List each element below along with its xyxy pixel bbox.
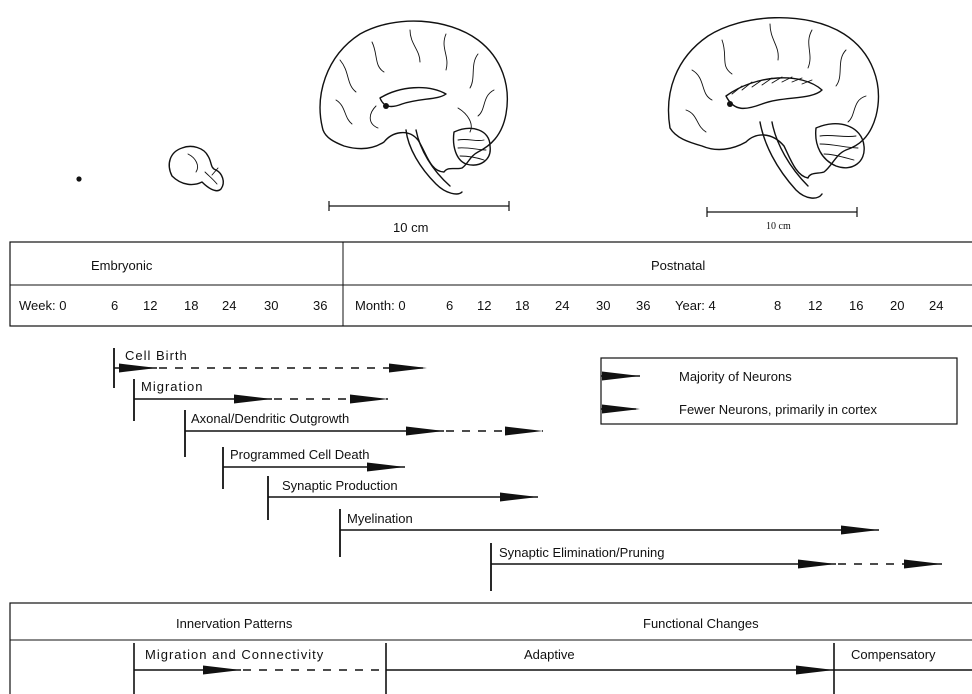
embryonic-tick-label: 30 xyxy=(264,298,278,313)
process-label: Programmed Cell Death xyxy=(230,447,369,462)
brain-newborn-illustration xyxy=(319,20,509,195)
process-label: Axonal/Dendritic Outgrowth xyxy=(191,411,349,426)
embryonic-header: Embryonic xyxy=(91,258,153,273)
postnatal-tick-label: 18 xyxy=(515,298,529,313)
process-label: Synaptic Elimination/Pruning xyxy=(499,545,664,560)
phase-adaptive-label: Adaptive xyxy=(524,647,575,662)
timeline-ticks: Week: 0 6 12 18 24 30 36 Month: 0 6 12 18 24 30 36 Yea… xyxy=(19,298,943,313)
postnatal-tick-label: 24 xyxy=(555,298,569,313)
legend: Majority of Neurons Fewer Neurons, prima… xyxy=(600,357,958,425)
postnatal-tick-label: 16 xyxy=(849,298,863,313)
postnatal-tick-label: 8 xyxy=(774,298,781,313)
process-synaptic-production: Synaptic Production xyxy=(267,476,538,520)
brain-tiny-embryo-illustration xyxy=(76,176,82,182)
process-label: Cell Birth xyxy=(125,348,188,363)
scale-bar-newborn-label: 10 cm xyxy=(393,220,428,235)
process-label: Myelination xyxy=(347,511,413,526)
postnatal-tick-label: 36 xyxy=(636,298,650,313)
embryonic-tick-label: 6 xyxy=(111,298,118,313)
process-axonal-dendritic-outgrowth: Axonal/Dendritic Outgrowth xyxy=(184,410,543,457)
scale-bar-adult: 10 cm xyxy=(706,207,858,232)
postnatal-tick-label: 30 xyxy=(596,298,610,313)
postnatal-tick-label: 12 xyxy=(808,298,822,313)
phase-migration-connectivity-label: Migration and Connectivity xyxy=(145,647,324,662)
postnatal-tick-label: Year: 4 xyxy=(675,298,716,313)
scale-bar-adult-label: 10 cm xyxy=(766,221,791,232)
phase-compensatory-label: Compensatory xyxy=(851,647,936,662)
process-synaptic-elimination-pruning: Synaptic Elimination/Pruning xyxy=(490,543,942,591)
process-label: Synaptic Production xyxy=(282,478,398,493)
timeline-table: Embryonic Postnatal Week: 0 6 12 18 24 30 36 Mo… xyxy=(9,241,972,327)
process-label: Migration xyxy=(141,379,203,394)
postnatal-tick-label: 24 xyxy=(929,298,943,313)
embryonic-tick-label: 12 xyxy=(143,298,157,313)
process-programmed-cell-death: Programmed Cell Death xyxy=(222,447,405,489)
legend-dashed-label: Fewer Neurons, primarily in cortex xyxy=(679,402,877,417)
postnatal-tick-label: 12 xyxy=(477,298,491,313)
bottom-table: Innervation Patterns Functional Changes … xyxy=(9,602,972,694)
brain-adult-illustration xyxy=(667,16,880,199)
brain-fetal-illustration xyxy=(168,145,224,192)
postnatal-header: Postnatal xyxy=(651,258,705,273)
functional-changes-header: Functional Changes xyxy=(643,616,759,631)
scale-bar-newborn: 10 cm xyxy=(328,201,510,235)
embryonic-tick-label: 36 xyxy=(313,298,327,313)
postnatal-tick-label: Month: 0 xyxy=(355,298,406,313)
process-cell-birth: Cell Birth xyxy=(113,348,427,388)
embryonic-tick-label: 18 xyxy=(184,298,198,313)
process-myelination: Myelination xyxy=(339,509,879,557)
legend-solid-label: Majority of Neurons xyxy=(679,369,792,384)
postnatal-tick-label: 20 xyxy=(890,298,904,313)
postnatal-tick-label: 6 xyxy=(446,298,453,313)
embryonic-tick-label: Week: 0 xyxy=(19,298,66,313)
embryonic-tick-label: 24 xyxy=(222,298,236,313)
process-migration: Migration xyxy=(133,379,388,421)
innervation-patterns-header: Innervation Patterns xyxy=(176,616,293,631)
